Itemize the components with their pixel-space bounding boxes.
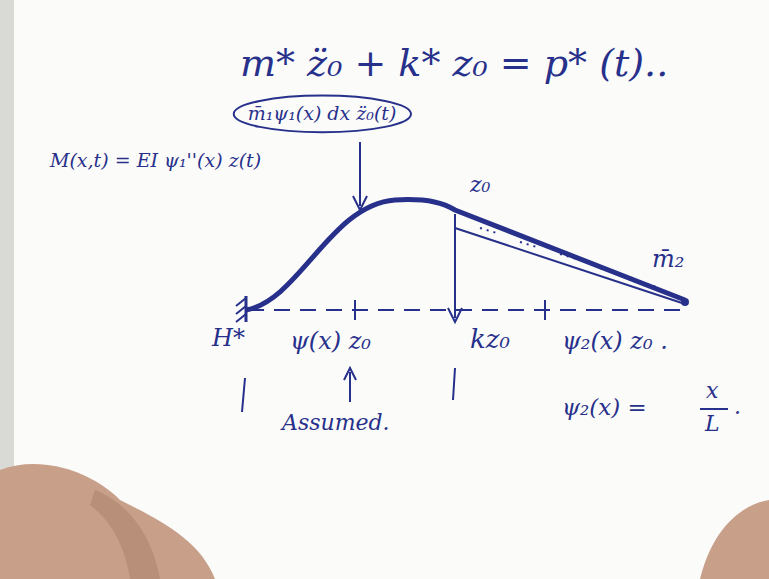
node-text: m̄₁ψ₁(x) dx z̈₀(t) xyxy=(248,103,397,125)
hatch xyxy=(236,298,246,306)
tick xyxy=(242,378,245,412)
hand xyxy=(700,500,769,579)
moment-expression: M(x,t) = EI ψ₁''(x) z(t) xyxy=(50,150,261,172)
arrowhead xyxy=(448,308,462,322)
note: Assumed. xyxy=(282,410,390,435)
hatch xyxy=(236,314,246,322)
undeformed-axis xyxy=(248,309,685,311)
numerator: x xyxy=(706,378,718,403)
force-arrow xyxy=(454,214,456,318)
tick xyxy=(354,300,356,320)
rigid-segment xyxy=(455,228,685,304)
period: . xyxy=(734,394,741,419)
hand xyxy=(0,464,215,579)
shape-function-label: ψ₂(x) z₀ . xyxy=(562,328,668,356)
shape-function-label: ψ(x) z₀ xyxy=(290,328,371,356)
tick xyxy=(544,300,546,320)
time-label: H* xyxy=(212,325,245,353)
deflected-beam xyxy=(246,200,685,310)
circled-term: m̄₁ψ₁(x) dx z̈₀(t) xyxy=(231,94,414,134)
hatch xyxy=(236,306,246,314)
mass-label: m̄₂ xyxy=(652,246,684,274)
spring-force-label: kz₀ xyxy=(470,325,510,355)
arrowhead xyxy=(344,368,356,380)
equation-title: m* z̈₀ + k* z₀ = p* (t).. xyxy=(240,42,668,86)
fraction-bar xyxy=(700,408,728,410)
finger xyxy=(90,490,160,579)
arrowhead xyxy=(353,196,367,210)
hinge xyxy=(681,298,689,306)
displacement-label: z₀ xyxy=(470,172,490,197)
denominator: L xyxy=(705,411,720,436)
pointer-arrow xyxy=(349,372,351,402)
force-arrow xyxy=(359,142,361,206)
shape-function-equation: ψ₂(x) = xyxy=(562,394,647,420)
tick xyxy=(453,368,455,400)
mass-shading xyxy=(480,228,660,288)
